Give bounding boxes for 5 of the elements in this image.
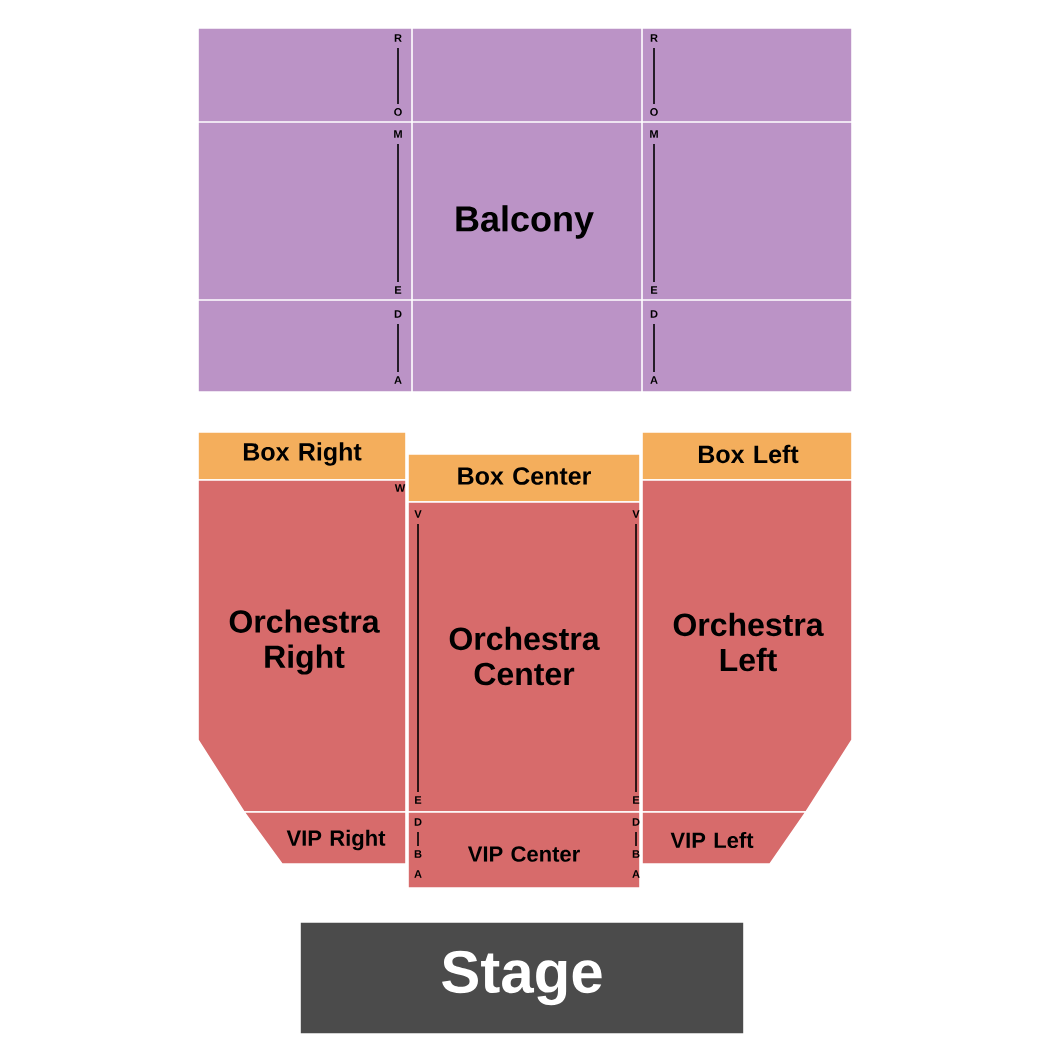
- box-section: Box Left: [641, 431, 853, 481]
- box-section: Box Center: [407, 453, 641, 503]
- vip-section: VIP Left: [641, 811, 808, 865]
- stage: Stage: [299, 921, 745, 1035]
- box-section: Box Right: [197, 431, 407, 481]
